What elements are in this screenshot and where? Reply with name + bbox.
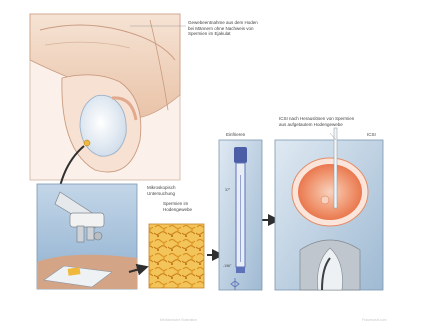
label-testis-extraction: Gewebeentnahme aus dem Hoden bei Männern… — [188, 20, 298, 37]
credit-left: Medizinische Illustration — [160, 318, 197, 322]
label-temp-top: 37° — [225, 188, 230, 194]
tissue-panel — [149, 224, 204, 288]
label-freezing: Einfrieren — [226, 132, 245, 138]
label-temp-bottom: -196° — [223, 264, 231, 270]
label-microscopy: Mikroskopisch Untersuchung — [147, 185, 197, 196]
anatomy-panel — [30, 14, 180, 180]
label-sperm-in-tissue: Spermien im Hodengewebe — [163, 201, 207, 212]
label-icsi-after-thaw: ICSI nach Herauslösen von Spermien aus a… — [279, 116, 379, 127]
label-icsi: ICSI — [367, 132, 376, 138]
icsi-panel — [275, 128, 383, 290]
microscope-panel — [37, 184, 137, 289]
credit-right: Frauenarzt.com — [362, 318, 387, 322]
